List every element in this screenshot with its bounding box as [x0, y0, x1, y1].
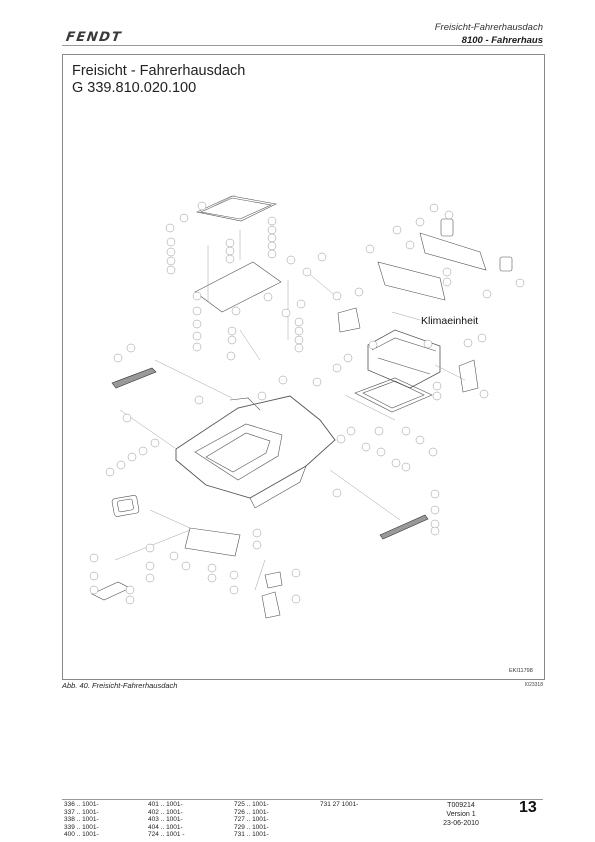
header-title: Freisicht-Fahrerhausdach [434, 22, 543, 33]
document-number: T009214 [447, 802, 475, 809]
serial-range: 731 .. 1001- [234, 831, 269, 839]
lower-bracket [184, 527, 241, 557]
serial-column-3: 725 .. 1001- 726 .. 1001- 727 .. 1001- 7… [234, 801, 269, 839]
drawing-id: EKI11798 [509, 668, 533, 674]
figure-title: Freisicht - Fahrerhausdach G 339.810.020… [72, 63, 245, 97]
serial-range: 724 .. 1001 - [148, 831, 185, 839]
climate-unit-label: Klimaeinheit [421, 315, 479, 327]
serial-range: 727 .. 1001- [234, 816, 269, 824]
document-version: Version 1 [446, 811, 476, 818]
serial-range: 726 .. 1001- [234, 808, 269, 816]
serial-range: 729 .. 1001- [234, 823, 269, 831]
upper-bracket-rail [377, 261, 446, 301]
header-rule [62, 45, 543, 46]
roof-plate [194, 261, 282, 313]
serial-range: 339 .. 1001- [64, 823, 99, 831]
serial-range: 404 .. 1001- [148, 823, 183, 831]
serial-range: 725 .. 1001- [234, 801, 269, 808]
figure-part-number: G 339.810.020.100 [72, 80, 197, 96]
fendt-logo: FENDT [64, 30, 123, 45]
page-number: 13 [519, 799, 537, 816]
footer-rule [62, 799, 543, 800]
exploded-view-drawing [89, 194, 525, 619]
serial-range: 402 .. 1001- [148, 808, 183, 816]
side-mount [261, 591, 281, 619]
callout-circles [89, 201, 525, 605]
climate-frame [354, 377, 433, 413]
cab-roof [175, 395, 336, 499]
figure-title-line1: Freisicht - Fahrerhausdach [72, 63, 246, 79]
serial-range: 336 .. 1001- [64, 801, 99, 808]
serial-range: 403 .. 1001- [148, 816, 183, 824]
left-seal-strip [111, 367, 157, 389]
document-info: T009214 Version 1 23-06-2010 [430, 801, 492, 828]
serial-range: 731 27 1001- [320, 801, 359, 808]
serial-range: 401 .. 1001- [148, 801, 183, 808]
work-light [111, 495, 140, 517]
serial-range: 400 .. 1001- [64, 831, 99, 839]
document-date: 23-06-2010 [443, 820, 479, 827]
serial-column-2: 401 .. 1001- 402 .. 1001- 403 .. 1001- 4… [148, 801, 185, 839]
serial-range: 337 .. 1001- [64, 808, 99, 816]
figure-frame [62, 54, 545, 680]
serial-range: 338 .. 1001- [64, 816, 99, 824]
header-section: 8100 - Fahrerhaus [461, 35, 543, 46]
serial-column-1: 336 .. 1001- 337 .. 1001- 338 .. 1001- 3… [64, 801, 99, 839]
caption-id: I023318 [524, 682, 543, 688]
roof-window-frame [196, 195, 277, 222]
serial-column-4: 731 27 1001- [320, 801, 358, 809]
page-header: Freisicht-Fahrerhausdach 8100 - Fahrerha… [435, 22, 543, 46]
figure-caption: Abb. 40. Freisicht-Fahrerhausdach [62, 681, 178, 690]
right-seal-strip [379, 514, 429, 540]
climate-unit [367, 329, 441, 389]
